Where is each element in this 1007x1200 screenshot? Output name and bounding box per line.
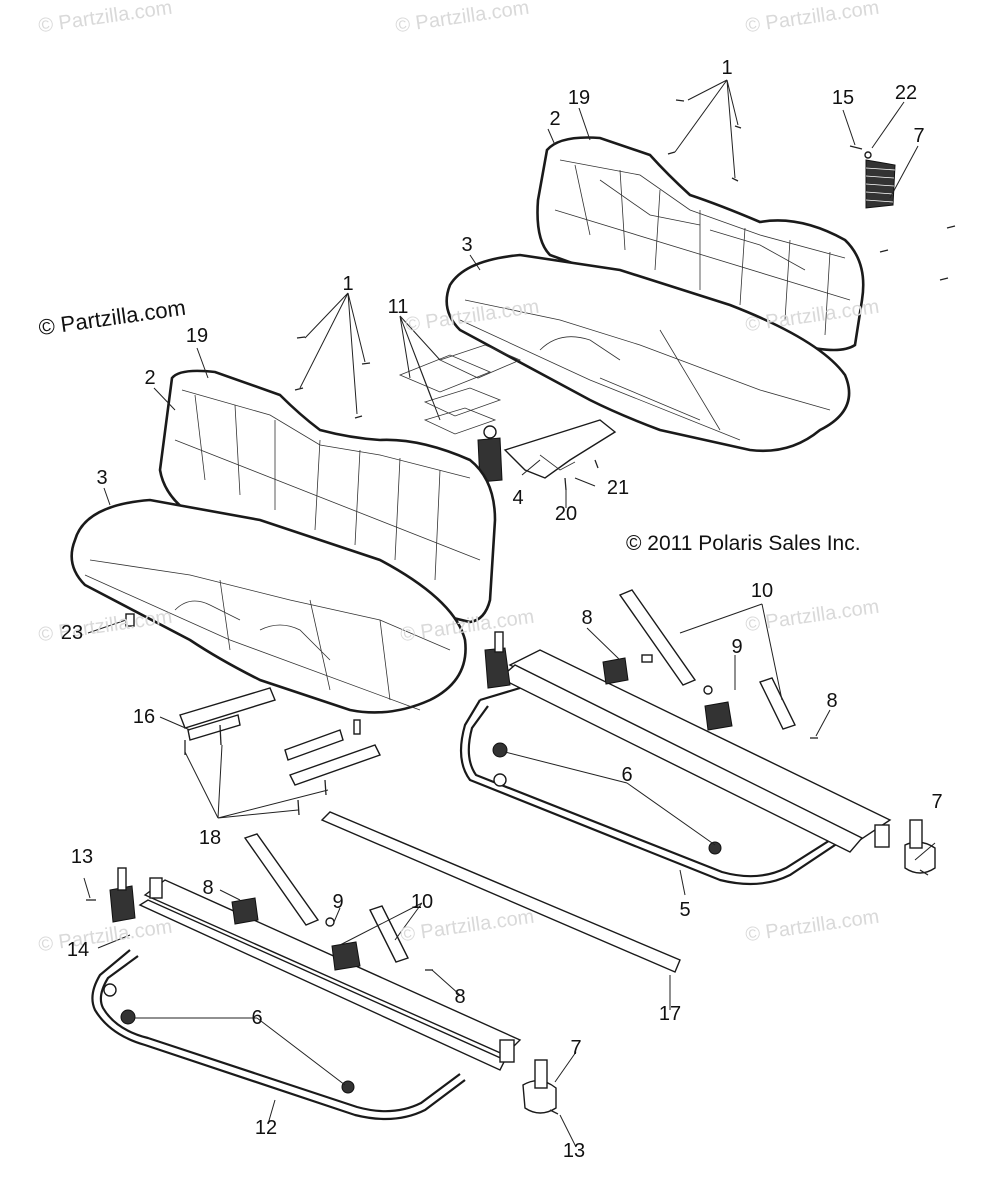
- callout-label: 14: [66, 939, 90, 961]
- callout-label: 8: [202, 877, 214, 899]
- callout-label: 1: [342, 273, 354, 295]
- callout-label: 6: [251, 1007, 263, 1029]
- rear-belts: [484, 589, 818, 739]
- seat-bracket-4: [503, 419, 617, 491]
- front-seat-cushion: [70, 498, 467, 714]
- weatherstrip-17: [320, 811, 681, 973]
- callout-label: 13: [70, 846, 94, 868]
- rear-spring-bumper: [849, 145, 896, 209]
- callout-label: 8: [826, 690, 838, 712]
- callout-label: 7: [931, 791, 943, 813]
- callout-label: 19: [185, 325, 209, 347]
- center-spring-bumper: [477, 425, 503, 483]
- callout-label: 16: [132, 706, 156, 728]
- callout-label: 2: [144, 367, 156, 389]
- callout-label: 21: [606, 477, 630, 499]
- callout-label: 23: [60, 622, 84, 644]
- callout-label: 17: [658, 1003, 682, 1025]
- callout-label: 20: [554, 503, 578, 525]
- rear-seat-frame: [459, 649, 892, 886]
- callout-label: 7: [570, 1037, 582, 1059]
- pivot-bushing-left: [522, 1059, 559, 1115]
- callout-label: 8: [454, 986, 466, 1008]
- callout-label: 1: [721, 57, 733, 79]
- rear-screws: [667, 99, 956, 281]
- front-screws: [294, 336, 371, 419]
- callout-label: 3: [461, 234, 473, 256]
- callout-label: 3: [96, 467, 108, 489]
- callout-label: 9: [332, 891, 344, 913]
- callout-label: 2: [549, 108, 561, 130]
- callout-label: 8: [581, 607, 593, 629]
- hinge-plates-16: [179, 687, 381, 816]
- callout-label: 18: [198, 827, 222, 849]
- callout-label: 10: [750, 580, 774, 602]
- callout-label: 9: [731, 636, 743, 658]
- rear-seat-cushion: [445, 253, 851, 453]
- callout-label: 11: [387, 296, 409, 318]
- copyright-notice: © 2011 Polaris Sales Inc.: [626, 532, 861, 555]
- callout-label: 13: [562, 1140, 586, 1162]
- callout-label: 5: [679, 899, 691, 921]
- leader-lines: [83, 79, 936, 1148]
- callout-label: 12: [254, 1117, 278, 1139]
- callout-label: 4: [512, 487, 524, 509]
- pads-11: [398, 344, 522, 435]
- callout-label: 6: [621, 764, 633, 786]
- callout-label: 10: [410, 891, 434, 913]
- callout-label: 19: [567, 87, 591, 109]
- callout-label: 15: [831, 87, 855, 109]
- callout-label: 22: [894, 82, 918, 104]
- pivot-bushing-right: [904, 819, 936, 876]
- callout-label: 7: [913, 125, 925, 147]
- front-belts: [86, 833, 433, 971]
